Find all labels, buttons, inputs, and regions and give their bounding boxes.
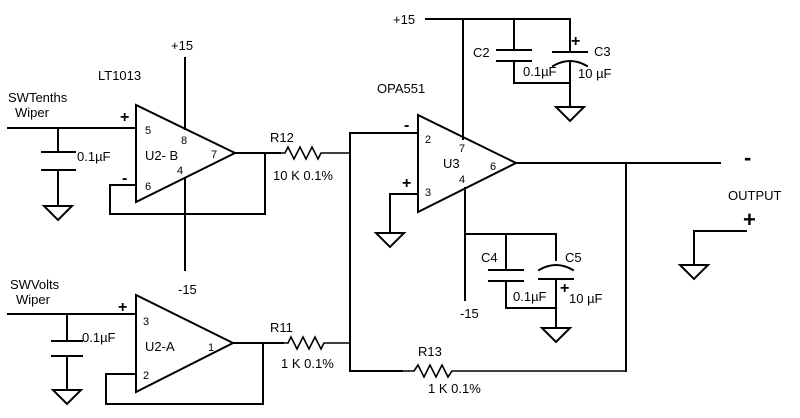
supply-u3-positive: +15	[393, 12, 415, 27]
svg-text:1: 1	[208, 342, 214, 354]
swtenths-input-label: SWTenths Wiper	[8, 90, 68, 120]
output-minus-terminal: -	[744, 145, 751, 170]
swtenths-wire	[7, 127, 137, 151]
capacitor-c3: + C3 10 µF	[551, 33, 612, 81]
svg-text:5: 5	[145, 125, 151, 137]
svg-text:2: 2	[143, 370, 149, 382]
svg-text:Wiper: Wiper	[16, 292, 51, 307]
opamp-u3-label: U3	[443, 156, 460, 171]
output-wire	[515, 162, 721, 372]
svg-text:+: +	[571, 33, 580, 50]
swvolts-input-label: SWVolts Wiper	[10, 277, 60, 307]
svg-text:7: 7	[211, 149, 217, 161]
svg-text:+: +	[560, 280, 569, 297]
capacitor-volts-value: 0.1µF	[82, 330, 116, 345]
u3-vpos-wire	[425, 18, 571, 140]
supply-u2b-negative: -15	[178, 282, 197, 297]
u3-vneg-wire	[464, 187, 557, 301]
c2-c3-ground-wire	[513, 60, 571, 108]
svg-text:-: -	[404, 117, 409, 134]
svg-text:SWVolts: SWVolts	[10, 277, 60, 292]
opamp-u2a-label: U2-A	[145, 339, 175, 354]
output-ground-wire	[693, 230, 747, 266]
capacitor-tenths: 0.1µF	[41, 149, 111, 207]
resistor-r12-value: 10 K 0.1%	[273, 168, 333, 183]
svg-text:Wiper: Wiper	[15, 105, 50, 120]
svg-text:+: +	[118, 299, 127, 316]
capacitor-c5-value: 10 µF	[569, 291, 603, 306]
resistor-r13: R13 1 K 0.1%	[402, 344, 626, 396]
svg-text:3: 3	[425, 187, 431, 199]
resistor-r11: R11 1 K 0.1%	[270, 320, 350, 371]
output-plus-terminal: +	[743, 207, 756, 232]
ground-symbol	[553, 106, 587, 123]
svg-text:8: 8	[181, 135, 187, 147]
output-label: OUTPUT	[728, 188, 782, 203]
svg-text:+: +	[120, 109, 129, 126]
u3-noninverting-ground-wire	[389, 193, 419, 234]
resistor-r11-value: 1 K 0.1%	[281, 356, 334, 371]
capacitor-c5: C5 + 10 µF	[537, 250, 603, 306]
capacitor-c3-value: 10 µF	[578, 66, 612, 81]
svg-text:4: 4	[459, 174, 465, 186]
opamp-u2b-label: U2- B	[145, 148, 178, 163]
opamp-u2b: U2- B 5 6 8 4 7 + -	[120, 103, 238, 204]
ground-symbol	[677, 264, 711, 281]
ground-symbol	[539, 327, 573, 344]
part-opa551: OPA551	[377, 81, 425, 96]
svg-text:7: 7	[459, 143, 465, 155]
capacitor-c4: C4 0.1µF	[481, 250, 547, 304]
svg-text:SWTenths: SWTenths	[8, 90, 68, 105]
svg-text:-: -	[122, 170, 127, 187]
capacitor-c2-ref: C2	[473, 45, 490, 60]
capacitor-c4-ref: C4	[481, 250, 498, 265]
u2a-feedback-wire	[105, 342, 284, 405]
u2b-feedback-wire	[109, 152, 281, 215]
summing-node-wire	[349, 132, 419, 372]
svg-text:6: 6	[145, 181, 151, 193]
supply-u2b-positive: +15	[171, 38, 193, 53]
capacitor-c4-value: 0.1µF	[513, 289, 547, 304]
opamp-u2a: U2-A 3 2 1 +	[118, 293, 236, 394]
svg-text:+: +	[402, 175, 411, 192]
capacitor-c5-ref: C5	[565, 250, 582, 265]
swvolts-wire	[7, 313, 137, 340]
part-lt1013: LT1013	[98, 68, 141, 83]
ground-symbol	[50, 389, 84, 406]
svg-text:6: 6	[490, 161, 496, 173]
ground-symbol	[41, 205, 75, 222]
c4-c5-ground-wire	[505, 278, 557, 329]
svg-text:3: 3	[143, 316, 149, 328]
capacitor-c2-value: 0.1µF	[523, 64, 557, 79]
capacitor-c3-ref: C3	[594, 44, 611, 59]
resistor-r13-ref: R13	[418, 344, 442, 359]
capacitor-volts: 0.1µF	[51, 330, 116, 391]
svg-text:4: 4	[177, 165, 183, 177]
svg-text:2: 2	[425, 134, 431, 146]
opamp-u3: U3 2 3 7 4 6 - +	[402, 113, 519, 214]
resistor-r12: R12 10 K 0.1%	[270, 130, 350, 183]
ground-symbol	[373, 232, 407, 249]
resistor-r12-ref: R12	[270, 130, 294, 145]
supply-u3-negative: -15	[460, 306, 479, 321]
capacitor-tenths-value: 0.1µF	[77, 149, 111, 164]
resistor-r13-value: 1 K 0.1%	[428, 381, 481, 396]
resistor-r11-ref: R11	[270, 320, 293, 335]
